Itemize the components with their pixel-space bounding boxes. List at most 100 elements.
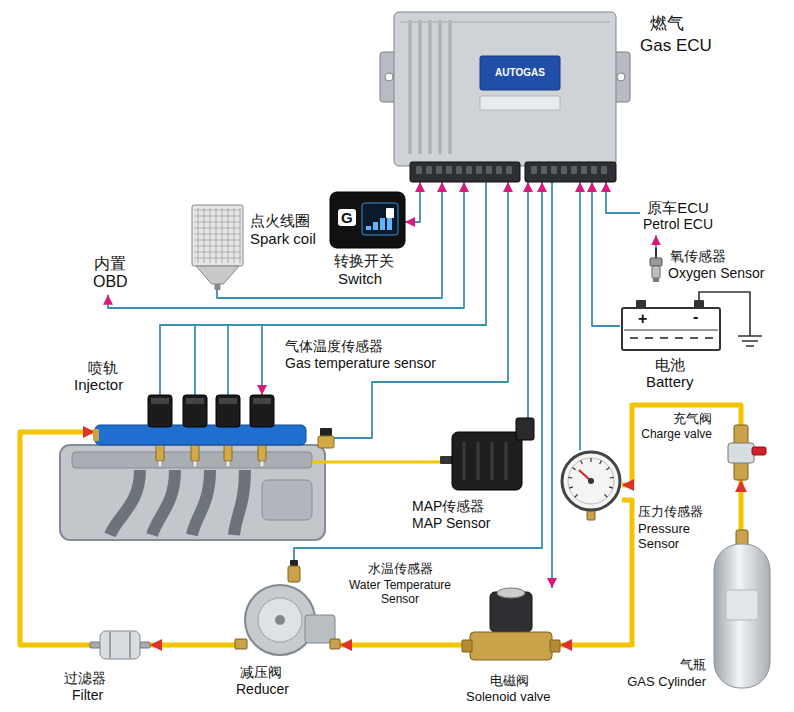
battery-dash	[660, 337, 668, 339]
coil-hatch	[194, 252, 241, 253]
water-temperature-sensor: 水温传感器Water Temperature Sensor	[288, 560, 300, 582]
component-picture	[90, 625, 150, 665]
reducer-screw	[275, 615, 285, 625]
valve-body	[470, 632, 552, 660]
component-label: 原车ECU	[643, 199, 713, 216]
component-label: Charge valve	[638, 428, 712, 442]
gas-pipe	[20, 432, 95, 645]
injector-rail: 喷轨Injector	[95, 395, 312, 470]
connector-pin	[601, 166, 607, 174]
signal-wire	[108, 182, 464, 308]
connector-pin	[506, 166, 512, 174]
gas-pipe	[340, 643, 462, 648]
reducer-fitting	[235, 639, 247, 649]
signal-wire	[655, 235, 657, 248]
sensor-cap	[320, 428, 332, 436]
component-picture	[288, 560, 300, 582]
coil-hatch	[194, 240, 241, 241]
battery-terminal	[636, 300, 646, 308]
connector-pin	[531, 166, 537, 174]
obd-box: 内置OBD	[90, 252, 131, 295]
valve-fitting	[550, 640, 560, 652]
coil-body	[192, 205, 243, 266]
intake-runner	[192, 470, 210, 535]
pressure-reducer: 减压阀Reducer	[235, 575, 340, 660]
connector-pin	[476, 166, 482, 174]
reducer-cover	[258, 598, 302, 642]
component-picture	[462, 588, 560, 672]
component-label: GAS Cylinder	[622, 675, 706, 690]
nozzle-tip	[193, 461, 197, 467]
gas-ecu-box: AUTOGAS燃气Gas ECU	[380, 12, 630, 182]
signal-wire	[606, 182, 640, 213]
map-rib	[505, 442, 508, 480]
coil-hatch	[194, 228, 241, 229]
plug-clip	[151, 398, 169, 404]
filter-nipple	[140, 642, 150, 648]
gas-pipe	[622, 405, 741, 485]
component-label: Pressure Sensor	[638, 522, 704, 552]
solenoid-valve: 电磁阀Solenoid valve	[462, 588, 560, 672]
gauge-rim	[562, 452, 620, 510]
intake-runner	[234, 470, 245, 535]
plug-clip	[186, 398, 204, 404]
component-picture	[190, 205, 245, 290]
spark-coil: 点火线圈Spark coil	[190, 205, 245, 290]
level-bar	[366, 226, 371, 230]
connector-pin	[446, 166, 452, 174]
gas-temperature-sensor: 气体温度传感器Gas temperature sensor	[318, 428, 334, 448]
gas-pipe	[739, 480, 744, 530]
component-label: Filter	[72, 687, 103, 703]
gauge-tick	[604, 494, 607, 497]
valve-handle	[752, 447, 766, 455]
battery-dash	[645, 337, 653, 339]
coil-tip	[215, 284, 221, 290]
injector-nozzle	[258, 445, 266, 461]
filter-band	[129, 632, 131, 658]
battery: 电池Battery	[620, 300, 722, 352]
gas-pipe	[150, 643, 235, 648]
housing-rib	[449, 20, 452, 154]
connector-pin	[541, 166, 547, 174]
sensor-tip	[653, 278, 659, 282]
component-picture	[235, 575, 340, 660]
gauge-tick	[600, 461, 602, 465]
housing-rib	[429, 20, 432, 154]
injector-nozzle	[191, 445, 199, 461]
map-rib	[477, 442, 480, 480]
signal-wire	[551, 182, 553, 588]
mounting-hole	[385, 73, 393, 81]
sensor-nut	[650, 258, 662, 266]
injector-nozzle	[224, 445, 232, 461]
component-picture	[716, 425, 766, 480]
component-label: Gas temperature sensor	[285, 355, 436, 371]
signal-wire	[527, 182, 529, 418]
sensor-cap	[290, 560, 298, 566]
filter-body	[100, 631, 140, 659]
housing-rib	[439, 20, 442, 154]
component-label: AUTOGAS	[480, 67, 560, 79]
injector-branch-wire	[227, 325, 229, 395]
gas-filter: 过滤器Filter	[90, 625, 150, 665]
component-label: 气瓶	[622, 658, 706, 673]
connector-pin	[436, 166, 442, 174]
valve-fitting	[462, 640, 472, 652]
injector-nozzle	[156, 445, 164, 461]
component-label: 转换开关	[334, 252, 394, 269]
map-plug	[516, 418, 534, 440]
component-label: MAP传感器	[412, 498, 484, 514]
housing-ridge	[400, 21, 610, 23]
battery-terminal	[694, 300, 704, 308]
coil-hatch	[194, 210, 241, 211]
battery-case	[622, 308, 720, 350]
component-picture	[440, 418, 535, 490]
nozzle-tip	[158, 461, 162, 467]
injector-plug	[148, 395, 172, 427]
component-label: 电磁阀	[490, 674, 529, 689]
component-label: 气体温度传感器	[285, 338, 383, 354]
component-label: Water Temperature Sensor	[344, 579, 456, 607]
component-picture	[380, 12, 630, 182]
ecu-housing	[394, 12, 616, 166]
battery-dash	[705, 337, 713, 339]
